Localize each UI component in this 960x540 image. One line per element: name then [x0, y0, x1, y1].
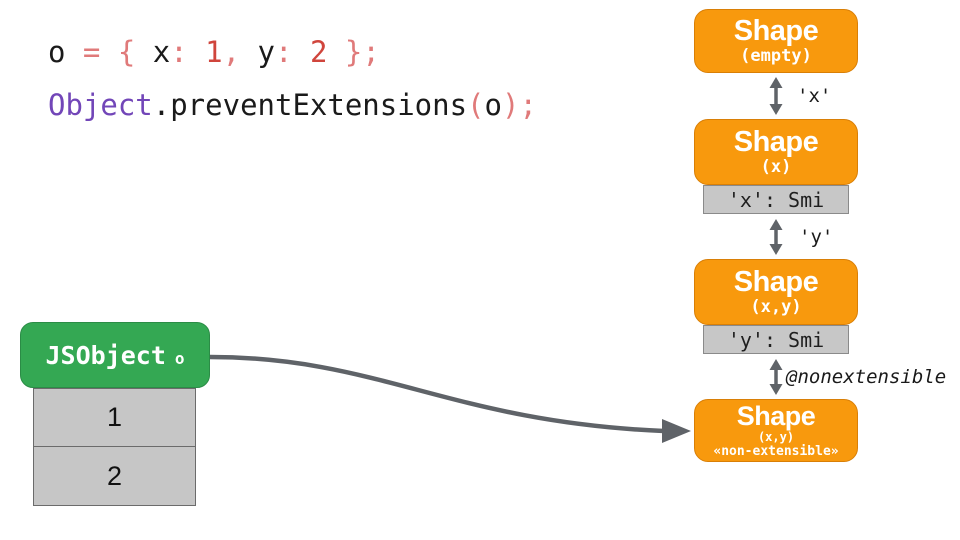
shape-box-empty: Shape (empty): [694, 9, 858, 73]
code-token: o: [484, 88, 502, 122]
code-line-1: o = { x: 1, y: 2 };: [48, 36, 537, 68]
double-arrow-icon: [769, 219, 783, 255]
shape-title: Shape: [736, 400, 816, 431]
code-line-2: Object.preventExtensions(o);: [48, 89, 537, 121]
shape-title: Shape: [733, 126, 819, 158]
transition-label-y: 'y': [799, 226, 834, 248]
code-snippet: o = { x: 1, y: 2 }; Object.preventExtens…: [48, 36, 537, 121]
code-token: x: [152, 35, 171, 69]
code-token: = {: [82, 35, 153, 69]
shape-subtitle: (empty): [740, 46, 812, 66]
shape-descriptor-y: 'y': Smi: [703, 325, 849, 354]
code-token: 2: [309, 35, 328, 69]
jsobject-variable: o: [174, 348, 185, 368]
descriptor-text: 'y': Smi: [727, 327, 825, 352]
jsobject-slot-row: 2: [33, 447, 196, 506]
shape-subtitle: (x): [760, 157, 792, 177]
code-token: o: [48, 35, 83, 69]
property-value: 1: [106, 402, 123, 432]
code-token: Object: [48, 88, 153, 122]
shape-subtitle: (x,y): [750, 297, 802, 317]
property-value: 2: [106, 460, 123, 491]
code-token: );: [501, 88, 537, 122]
transition-label-x: 'x': [797, 85, 832, 107]
shape-box-nonextensible: Shape (x,y) «non-extensible»: [694, 399, 858, 462]
code-token: ,: [222, 35, 258, 69]
shape-subtitle: (x,y): [757, 429, 795, 444]
object-to-shape-arrow-icon: [209, 354, 691, 443]
jsobject-slot-row: 1: [33, 388, 196, 447]
code-token: :: [170, 35, 206, 69]
code-token: y: [257, 35, 276, 69]
shape-title: Shape: [733, 15, 819, 47]
shape-box-xy: Shape (x,y): [694, 259, 858, 325]
shape-descriptor-x: 'x': Smi: [703, 185, 849, 214]
shape-badge: «non-extensible»: [713, 443, 839, 459]
jsobject-title: JSObject: [45, 340, 166, 370]
double-arrow-icon: [769, 359, 783, 395]
code-token: .preventExtensions: [152, 88, 468, 122]
transition-label-nonextensible: @nonextensible: [786, 366, 947, 388]
shape-title: Shape: [733, 266, 819, 298]
shape-box-x: Shape (x): [694, 119, 858, 185]
descriptor-text: 'x': Smi: [727, 187, 825, 212]
code-token: (: [467, 88, 485, 122]
code-token: :: [275, 35, 310, 69]
jsobject-box: JSObject o: [20, 322, 210, 388]
code-token: };: [327, 35, 380, 69]
double-arrow-icon: [769, 77, 783, 115]
code-token: 1: [205, 35, 223, 69]
